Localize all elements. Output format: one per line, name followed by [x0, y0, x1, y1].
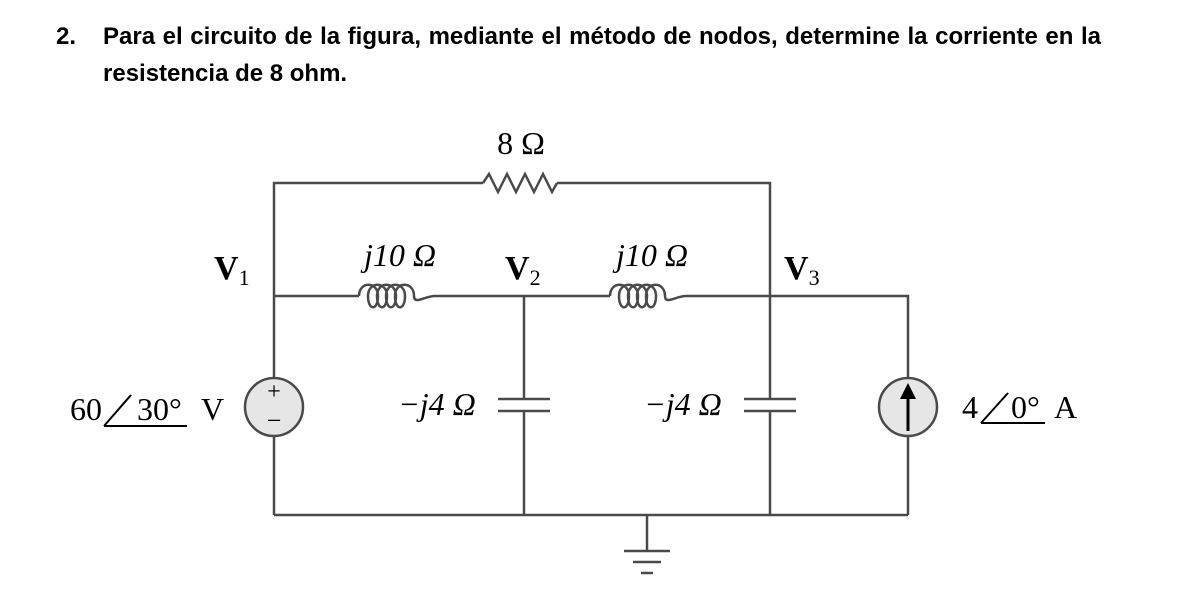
problem-number: 2. [56, 23, 77, 50]
vsource-magnitude: 60 [70, 391, 102, 427]
node-v1-label: V1 [214, 250, 250, 290]
node-v2-letter: V [505, 250, 530, 287]
middle-wire-3 [686, 294, 910, 380]
node-v3-letter: V [784, 250, 809, 287]
isource-angle-icon [980, 392, 1045, 424]
resistor-8-ohm [481, 171, 559, 195]
node-v2-label: V2 [505, 250, 541, 290]
node-v1-letter: V [214, 250, 239, 287]
voltage-source: + − [243, 376, 305, 438]
problem-statement: 2. Para el circuito de la figura, median… [56, 18, 1101, 92]
resistor-label: 8 Ω [497, 125, 545, 161]
ground-icon [624, 549, 670, 575]
current-arrow-icon [900, 383, 916, 399]
isource-magnitude: 4 [962, 389, 978, 425]
node-v3-subscript: 3 [809, 265, 820, 290]
inductor-right-label: j10 Ω [612, 237, 688, 273]
capacitor-left [498, 397, 550, 413]
capacitor-left-label: −j4 Ω [398, 386, 476, 422]
top-wire-right [557, 181, 772, 296]
circuit-wires [272, 181, 910, 551]
vsource-angle: 30° [137, 391, 182, 427]
isource-angle: 0° [1011, 389, 1040, 425]
inductor-left-label: j10 Ω [360, 237, 436, 273]
capacitor-right-label: −j4 Ω [644, 386, 722, 422]
vsource-plus-sign: + [267, 379, 281, 405]
vsource-minus-sign: − [267, 406, 282, 435]
inductor-right [608, 283, 687, 309]
capacitor-right [744, 397, 796, 413]
isource-unit: A [1054, 389, 1077, 425]
vsource-unit: V [201, 391, 224, 427]
vsource-angle-icon [103, 394, 187, 427]
inductor-left [357, 283, 436, 309]
current-source [877, 376, 939, 438]
problem-text: Para el circuito de la figura, mediante … [103, 23, 1101, 87]
node-v3-label: V3 [784, 250, 820, 290]
top-wire-left [272, 181, 483, 296]
node-v1-subscript: 1 [239, 265, 250, 290]
node-v2-subscript: 2 [530, 265, 541, 290]
